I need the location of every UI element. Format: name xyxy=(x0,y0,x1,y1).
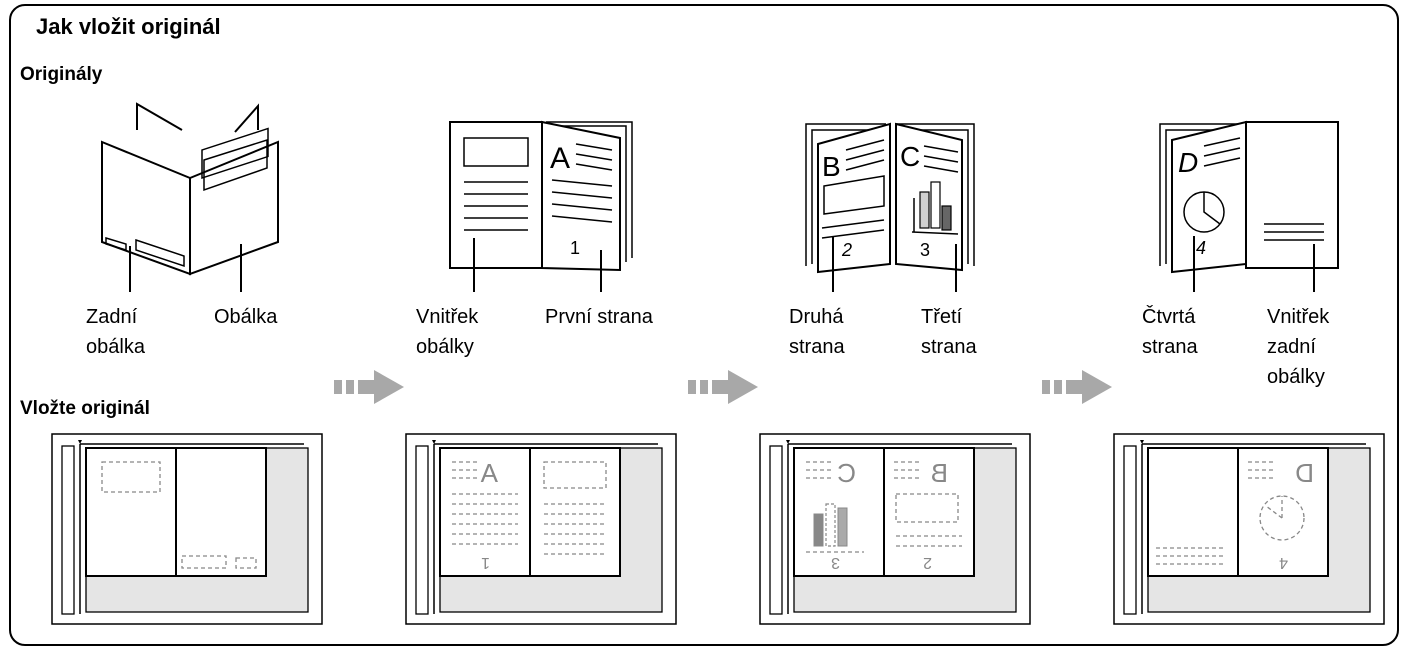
scanner-glass-1 xyxy=(51,433,323,625)
svg-text:C: C xyxy=(837,458,856,488)
svg-text:1: 1 xyxy=(570,238,580,258)
label-first-page: První strana xyxy=(545,306,653,328)
label-fourth-page: Čtvrtá strana xyxy=(1142,306,1198,358)
svg-text:4: 4 xyxy=(1196,238,1206,258)
svg-text:3: 3 xyxy=(920,240,930,260)
svg-text:C: C xyxy=(900,141,920,172)
arrow-2 xyxy=(688,370,758,404)
label-back-cover: Zadní obálka xyxy=(86,306,145,358)
label-third-page: Třetí strana xyxy=(921,306,977,358)
label-second-page: Druhá strana xyxy=(789,306,845,358)
arrow-3 xyxy=(1042,370,1112,404)
svg-text:B: B xyxy=(931,458,948,488)
label-inside-back-cover: Vnitřek zadní obálky xyxy=(1267,306,1330,388)
label-cover: Obálka xyxy=(214,306,278,328)
svg-text:4: 4 xyxy=(1279,554,1288,571)
svg-text:3: 3 xyxy=(831,554,840,571)
originals-heading: Originály xyxy=(20,64,103,85)
svg-text:D: D xyxy=(1295,458,1314,488)
booklet-second-third-illustration: B 2 C 3 xyxy=(805,122,975,292)
booklet-cover-illustration xyxy=(101,102,279,292)
svg-text:1: 1 xyxy=(481,554,490,571)
svg-text:D: D xyxy=(1178,147,1198,178)
page-title: Jak vložit originál xyxy=(36,14,221,39)
label-inside-cover: Vnitřek obálky xyxy=(416,306,479,358)
panel-frame xyxy=(9,4,1399,646)
scanner-glass-2: A 1 xyxy=(405,433,677,625)
svg-text:2: 2 xyxy=(841,240,852,260)
insert-original-heading: Vložte originál xyxy=(20,398,150,419)
svg-text:A: A xyxy=(480,458,498,488)
scanner-glass-4: D 4 xyxy=(1113,433,1385,625)
arrow-1 xyxy=(334,370,404,404)
booklet-first-page-illustration: A 1 xyxy=(449,120,633,292)
svg-text:B: B xyxy=(822,151,841,182)
booklet-fourth-page-illustration: D 4 xyxy=(1159,120,1339,292)
svg-text:2: 2 xyxy=(923,554,932,571)
scanner-glass-3: C B 3 2 xyxy=(759,433,1031,625)
svg-text:A: A xyxy=(550,142,570,175)
